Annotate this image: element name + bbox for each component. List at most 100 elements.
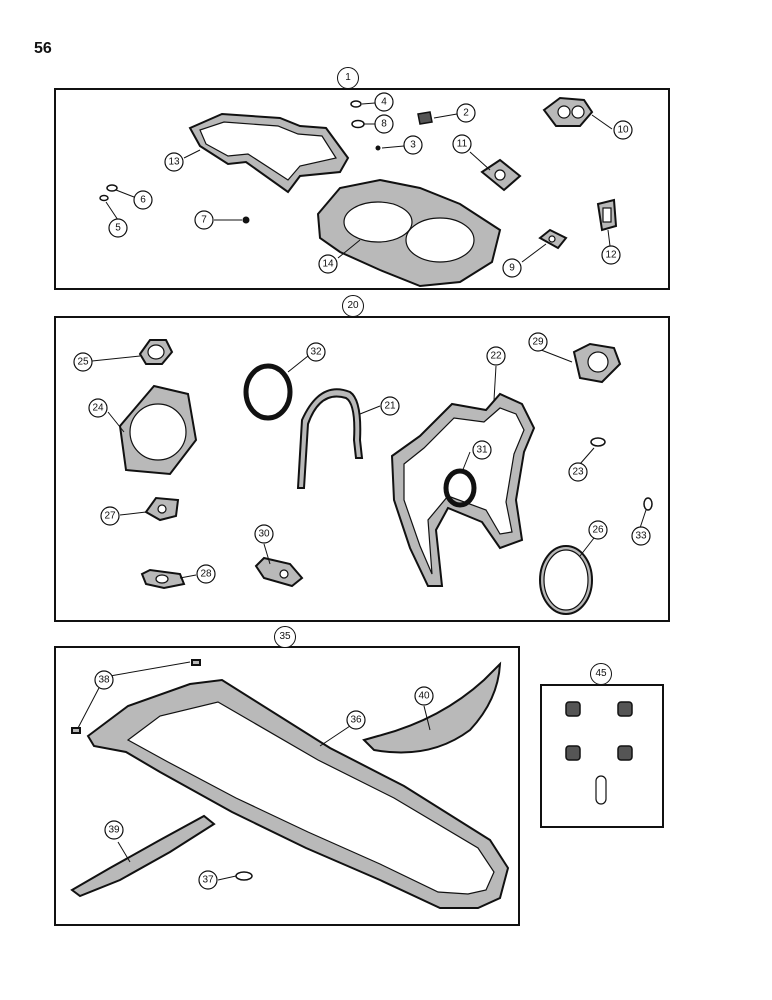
callout-3: 3 [403, 135, 423, 155]
kit-label-45: 45 [590, 663, 612, 685]
callout-4: 4 [374, 92, 394, 112]
gasket-10 [542, 96, 594, 127]
svg-text:12: 12 [605, 250, 617, 261]
seal-39 [70, 814, 216, 898]
page-number: 56 [34, 40, 52, 57]
gasket-28 [140, 568, 186, 590]
callout-39: 39 [104, 820, 124, 840]
callout-37: 37 [198, 870, 218, 890]
callout-5: 5 [108, 218, 128, 238]
svg-text:30: 30 [258, 529, 270, 540]
callout-11: 11 [452, 134, 472, 154]
callout-22: 22 [486, 346, 506, 366]
kit-label-1: 1 [337, 67, 359, 89]
svg-text:37: 37 [202, 875, 214, 886]
svg-text:33: 33 [635, 531, 647, 542]
small-part-6 [106, 184, 118, 192]
valve-cover-gasket [188, 112, 350, 194]
small-part-4 [350, 100, 362, 108]
callout-26: 26 [588, 520, 608, 540]
callout-29: 29 [528, 332, 548, 352]
callout-40: 40 [414, 686, 434, 706]
callout-8: 8 [374, 114, 394, 134]
callout-13: 13 [164, 152, 184, 172]
callout-36: 36 [346, 710, 366, 730]
callout-21: 21 [380, 396, 400, 416]
small-part-7 [242, 216, 250, 224]
seal-32 [243, 363, 293, 421]
svg-text:40: 40 [418, 691, 430, 702]
leader-lines [77, 102, 647, 881]
gasket-9 [538, 228, 568, 250]
svg-text:11: 11 [457, 139, 468, 150]
callout-24: 24 [88, 398, 108, 418]
small-part-5 [99, 194, 109, 202]
callout-31: 31 [472, 440, 492, 460]
small-part-3 [375, 145, 381, 151]
svg-text:13: 13 [168, 157, 180, 168]
small-part-2 [417, 111, 433, 125]
svg-text:7: 7 [201, 215, 207, 226]
svg-text:4: 4 [381, 97, 387, 108]
washer-37 [235, 871, 253, 881]
head-gasket [316, 178, 502, 288]
svg-text:5: 5 [115, 223, 121, 234]
kit-label-35: 35 [274, 626, 296, 648]
gasket-30 [254, 556, 304, 588]
svg-text:27: 27 [104, 511, 116, 522]
callout-10: 10 [613, 120, 633, 140]
svg-text:39: 39 [108, 825, 120, 836]
seal-strip-21 [296, 388, 364, 489]
callout-32: 32 [306, 342, 326, 362]
valve-seals-45 [565, 701, 633, 805]
washer-33 [643, 497, 653, 511]
gasket-11 [480, 158, 522, 192]
svg-text:21: 21 [384, 401, 396, 412]
svg-text:6: 6 [140, 195, 146, 206]
svg-text:26: 26 [592, 525, 604, 536]
gasket-26 [539, 545, 593, 615]
callout-12: 12 [601, 245, 621, 265]
seal-40 [362, 661, 502, 754]
gasket-29 [572, 342, 622, 384]
svg-text:23: 23 [572, 467, 584, 478]
svg-text:2: 2 [463, 108, 469, 119]
callout-9: 9 [502, 258, 522, 278]
svg-text:9: 9 [509, 263, 515, 274]
svg-text:38: 38 [98, 675, 110, 686]
svg-text:32: 32 [310, 347, 322, 358]
svg-text:14: 14 [322, 259, 334, 270]
seal-31 [443, 468, 477, 508]
callout-6: 6 [133, 190, 153, 210]
callout-38: 38 [94, 670, 114, 690]
timing-cover-gasket-22 [390, 392, 536, 587]
svg-text:8: 8 [381, 119, 387, 130]
svg-text:22: 22 [490, 351, 502, 362]
callout-2: 2 [456, 103, 476, 123]
gasket-27 [144, 496, 180, 522]
callout-27: 27 [100, 506, 120, 526]
svg-text:10: 10 [617, 125, 629, 136]
svg-text:25: 25 [77, 357, 89, 368]
callout-23: 23 [568, 462, 588, 482]
callout-7: 7 [194, 210, 214, 230]
callout-25: 25 [73, 352, 93, 372]
svg-text:3: 3 [410, 140, 416, 151]
oil-pan-gasket-36 [86, 678, 510, 909]
callout-30: 30 [254, 524, 274, 544]
svg-text:29: 29 [532, 337, 544, 348]
callout-14: 14 [318, 254, 338, 274]
gasket-12 [596, 198, 618, 232]
gasket-24 [118, 384, 198, 476]
svg-text:36: 36 [350, 715, 362, 726]
washer-23 [590, 437, 606, 447]
callout-28: 28 [196, 564, 216, 584]
svg-text:24: 24 [92, 403, 104, 414]
pad-38 [71, 659, 201, 734]
callout-33: 33 [631, 526, 651, 546]
svg-text:28: 28 [200, 569, 212, 580]
gasket-25 [138, 339, 174, 365]
svg-text:31: 31 [476, 445, 488, 456]
kit-label-20: 20 [342, 295, 364, 317]
